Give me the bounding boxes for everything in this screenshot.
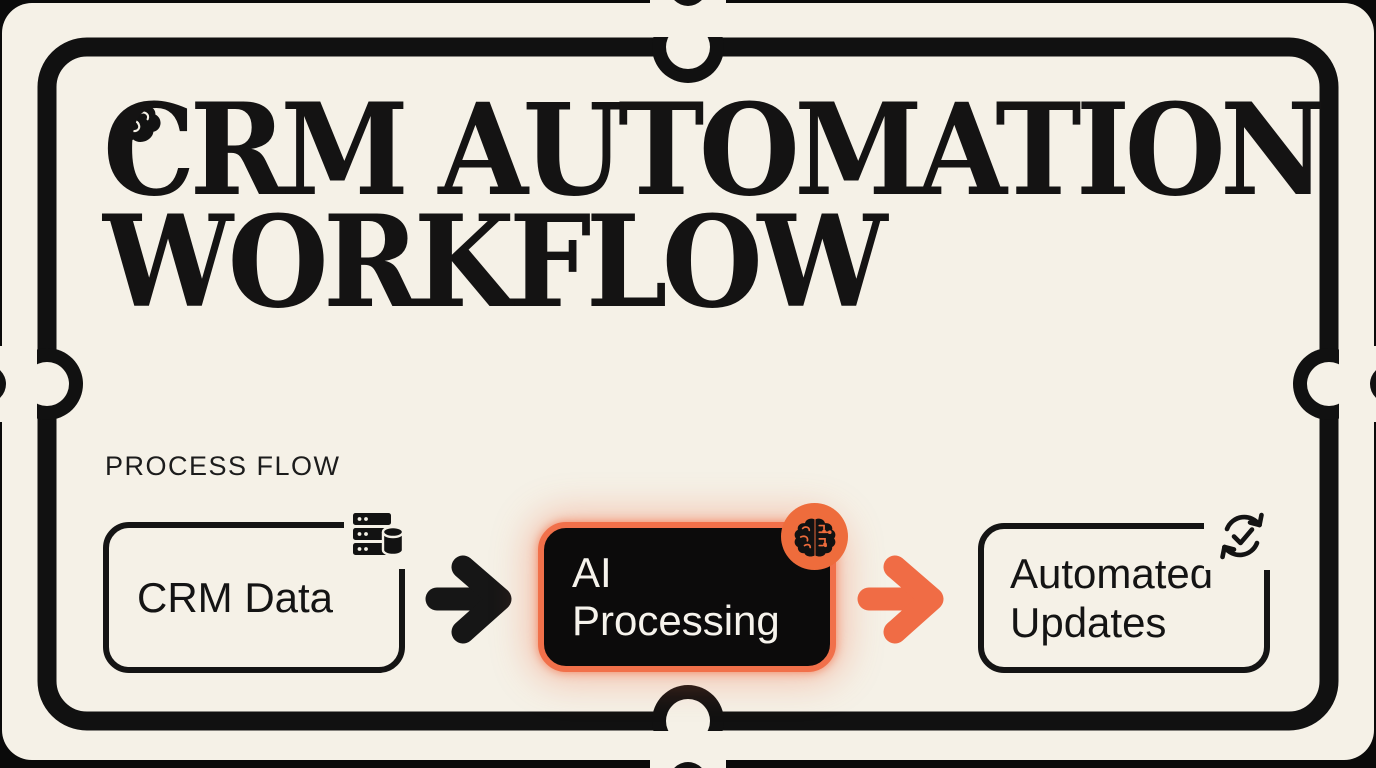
step-label-line-2: Updates <box>1010 599 1167 646</box>
flow-arrow-black <box>425 555 512 644</box>
sync-check-icon <box>1204 502 1280 570</box>
step-crm-data[interactable]: CRM Data <box>103 503 412 673</box>
process-flow-label: PROCESS FLOW <box>105 451 341 481</box>
page-title: CRM AUTOMATION WORKFLOW <box>103 87 1326 325</box>
step-ai-processing[interactable]: AI Processing <box>538 503 848 672</box>
brain-circuit-icon <box>781 503 848 570</box>
database-server-icon <box>344 503 412 569</box>
flow-arrow-orange <box>857 555 944 644</box>
step-automated-updates[interactable]: Automated Updates <box>978 502 1280 673</box>
